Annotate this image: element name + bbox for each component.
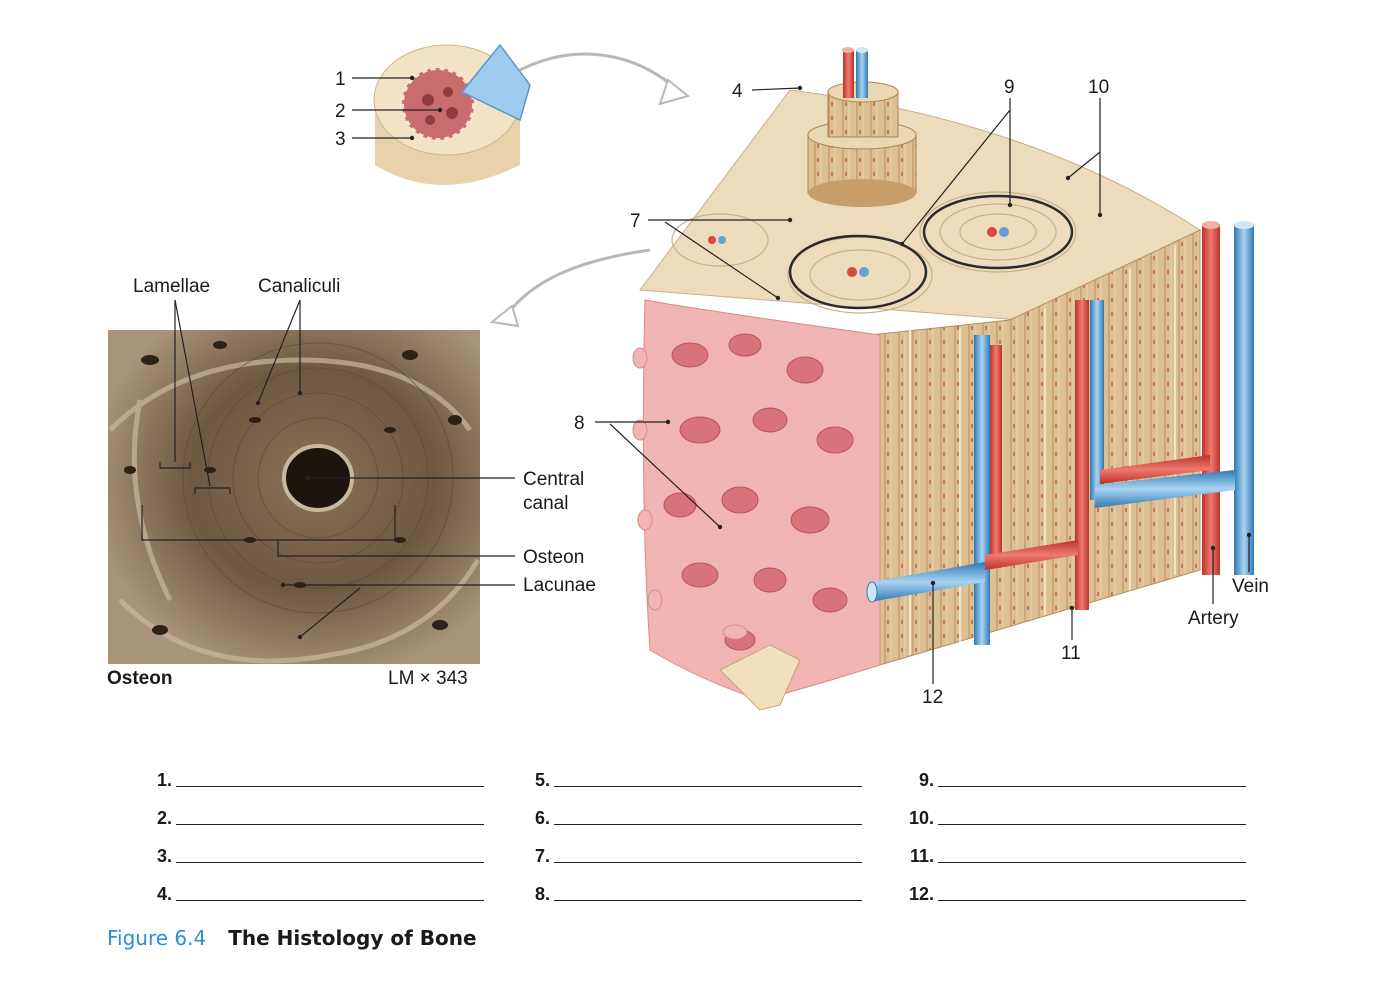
- bone-cross-section: [373, 43, 531, 185]
- answer-row[interactable]: 4.: [130, 876, 484, 904]
- answer-row[interactable]: 10.: [880, 800, 1246, 828]
- label-7: 7: [630, 211, 641, 232]
- answer-row[interactable]: 1.: [130, 762, 484, 790]
- label-2: 2: [335, 101, 346, 122]
- micrograph-title: Osteon: [107, 668, 173, 689]
- answer-row[interactable]: 7.: [508, 838, 862, 866]
- label-10: 10: [1088, 77, 1109, 98]
- answer-row[interactable]: 3.: [130, 838, 484, 866]
- figure-title: The Histology of Bone: [228, 926, 477, 950]
- label-artery: Artery: [1188, 608, 1239, 629]
- label-9: 9: [1004, 77, 1015, 98]
- figure-caption: Figure 6.4 The Histology of Bone: [107, 926, 477, 956]
- micrograph-magnification: LM × 343: [388, 668, 468, 689]
- answer-row[interactable]: 6.: [508, 800, 862, 828]
- label-3: 3: [335, 129, 346, 150]
- bone-block-illustration: [632, 47, 1254, 711]
- answer-row[interactable]: 12.: [880, 876, 1246, 904]
- osteon-micrograph: [108, 330, 481, 664]
- answer-row[interactable]: 2.: [130, 800, 484, 828]
- arrow-to-micrograph: [503, 248, 651, 319]
- label-8: 8: [574, 413, 585, 434]
- answer-row[interactable]: 5.: [508, 762, 862, 790]
- answer-blanks: 1. 2. 3. 4. 5. 6. 7. 8. 9. 10. 11.: [0, 760, 1380, 910]
- answer-row[interactable]: 9.: [880, 762, 1246, 790]
- label-1: 1: [335, 69, 346, 90]
- label-12: 12: [922, 687, 943, 708]
- answer-row[interactable]: 11.: [880, 838, 1246, 866]
- label-central-canal-line1: Central: [523, 469, 584, 490]
- figure-number: Figure 6.4: [107, 926, 207, 950]
- cut-wedge: [460, 43, 531, 122]
- arrow-to-block: [519, 52, 682, 94]
- label-central-canal-line2: canal: [523, 493, 568, 514]
- label-lacunae: Lacunae: [523, 575, 596, 596]
- answer-row[interactable]: 8.: [508, 876, 862, 904]
- label-canaliculi: Canaliculi: [258, 276, 340, 297]
- label-osteon: Osteon: [523, 547, 584, 568]
- label-lamellae: Lamellae: [133, 276, 210, 297]
- label-11: 11: [1061, 643, 1081, 664]
- label-4: 4: [732, 81, 743, 102]
- label-vein: Vein: [1232, 576, 1269, 597]
